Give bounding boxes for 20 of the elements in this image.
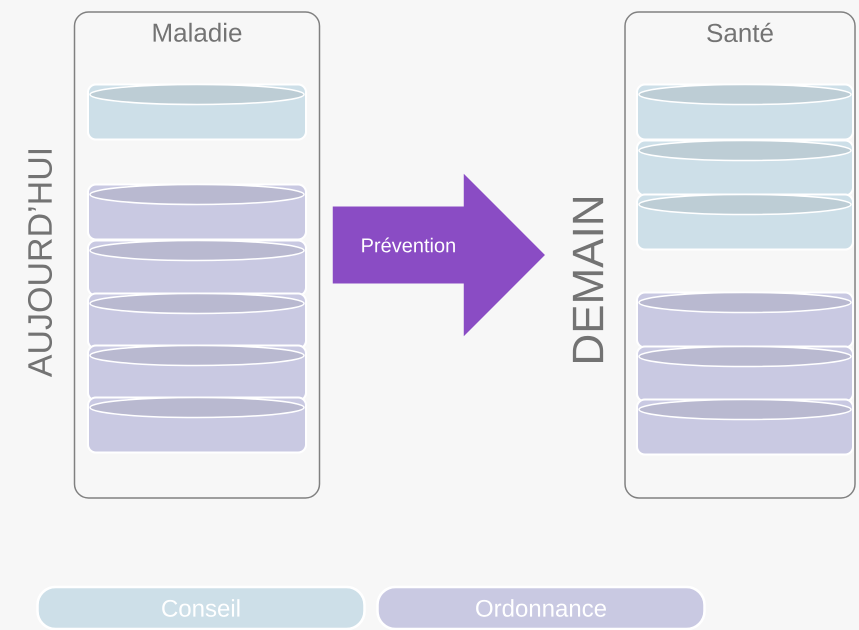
disc-layer <box>87 292 307 350</box>
edge-label: Prévention <box>360 236 458 254</box>
disc-layer <box>87 84 307 140</box>
column-heading: Santé <box>707 22 773 42</box>
container-box <box>624 11 856 499</box>
container-box <box>74 11 320 499</box>
block-arrow <box>332 174 545 336</box>
disc-layer <box>87 344 307 402</box>
disc-layer <box>636 292 854 348</box>
disc-layer <box>636 194 854 250</box>
disc-layer <box>87 396 307 454</box>
disc-layer <box>87 184 307 240</box>
side-label: DEMAIN <box>572 198 604 362</box>
disc-layer <box>636 346 854 402</box>
disc-layer <box>87 240 307 296</box>
side-label: AUJOURD’HUI <box>28 150 52 378</box>
column-heading: Maladie <box>154 22 242 42</box>
disc-layer <box>636 398 854 456</box>
disc-layer <box>636 140 854 196</box>
disc-layer <box>636 84 854 140</box>
